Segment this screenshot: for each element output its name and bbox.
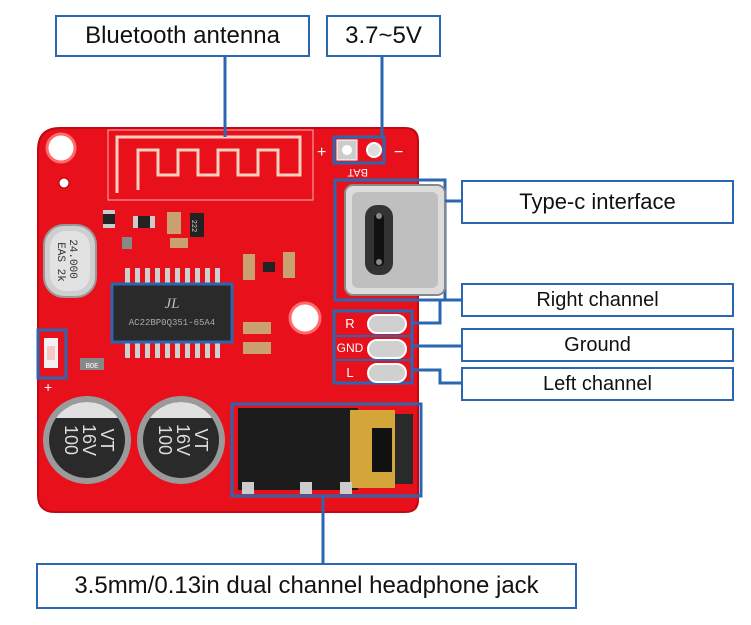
label-ground: Ground [461,328,734,362]
crystal-text-1: 24.000 [66,239,78,279]
capacitor-right: 100 16V VT [137,396,225,484]
cap-left-text-3: VT [97,428,117,451]
via [58,177,70,189]
audio-pads: R GND L [332,309,414,385]
callout-lines [223,55,462,565]
cap-left-text-2: 16V [79,424,99,456]
bluetooth-chip: JL AC22BP0Q351-65A4 [110,268,234,358]
bat-minus-label: − [394,144,403,161]
mounting-hole [45,132,77,164]
chip-code: AC22BP0Q351-65A4 [129,318,215,328]
headphone-jack [230,402,423,498]
label-voltage: 3.7~5V [326,15,441,57]
smd-code: 222 [189,220,197,233]
bat-pads: + − BAT [317,135,403,178]
cap-right-text-2: 16V [173,424,193,456]
pad-r-label: R [345,316,354,331]
pad-l-label: L [346,365,353,380]
label-right-channel: Right channel [461,283,734,317]
pad-gnd-label: GND [337,341,364,355]
label-type-c: Type-c interface [461,180,734,224]
cap-right-text-3: VT [191,428,211,451]
label-left-channel: Left channel [461,367,734,401]
mounting-hole [288,301,322,335]
smd-components: 222 BOE [80,210,295,371]
label-headphone-jack: 3.5mm/0.13in dual channel headphone jack [36,563,577,609]
r-code: BOE [86,363,99,371]
usb-c-connector [333,178,447,302]
bat-plus-label: + [317,144,326,161]
led-plus-label: + [44,379,52,395]
crystal-text-2: EAS 2k [54,242,66,282]
chip-logo: JL [165,296,180,312]
antenna-trace [115,135,302,193]
power-led: + [36,328,68,395]
cap-left-text-1: 100 [61,425,81,455]
cap-right-text-1: 100 [155,425,175,455]
bat-label: BAT [347,166,368,178]
crystal-oscillator: 24.000 EAS 2k [43,224,97,298]
label-bluetooth-antenna: Bluetooth antenna [55,15,310,57]
capacitor-left: 100 16V VT [43,396,131,484]
antenna-keepout [107,129,314,201]
